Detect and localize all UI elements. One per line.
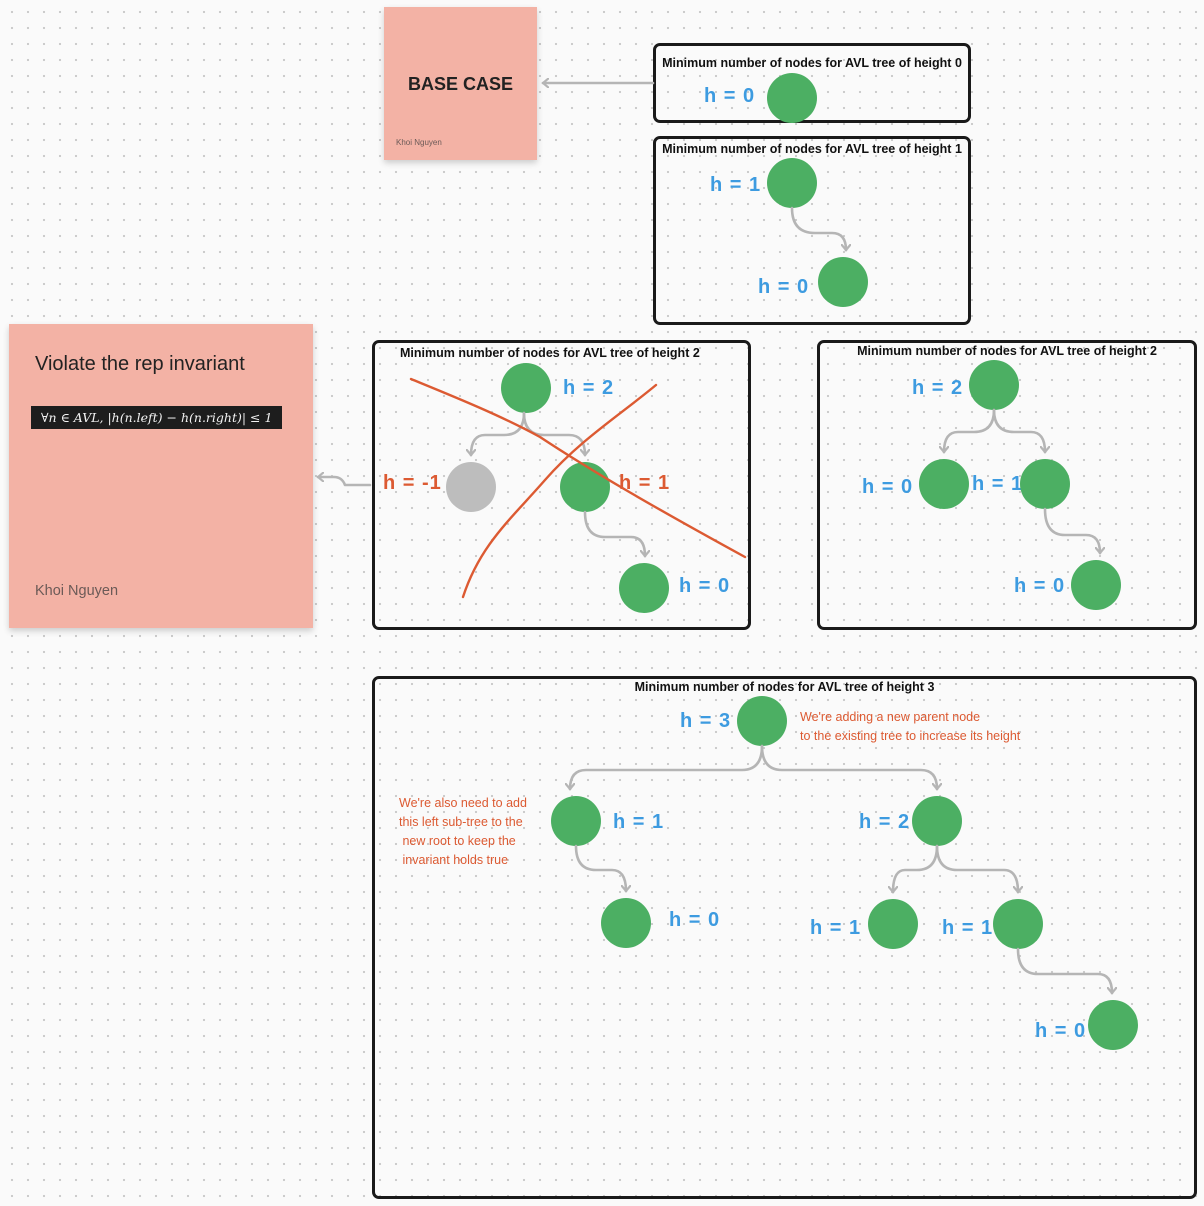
height-label: h = 2: [912, 377, 964, 399]
annotation-new-parent: We're adding a new parent node to the ex…: [800, 710, 1021, 743]
tree-node[interactable]: [767, 158, 817, 208]
height-label-invalid: h = 1: [619, 472, 671, 494]
height-label: h = 1: [710, 174, 762, 196]
tree-node[interactable]: [619, 563, 669, 613]
height-label: h = 0: [758, 276, 810, 298]
height-label: h = 3: [680, 710, 732, 732]
frame-title: Minimum number of nodes for AVL tree of …: [400, 346, 700, 360]
tree-node[interactable]: [560, 462, 610, 512]
height-label-invalid: h = -1: [383, 472, 442, 494]
height-label: h = 2: [563, 377, 615, 399]
frame-avl-height-0[interactable]: Minimum number of nodes for AVL tree of …: [653, 43, 971, 123]
tree-node[interactable]: [601, 898, 651, 948]
sticky-author: Khoi Nguyen: [396, 138, 442, 147]
sticky-author: Khoi Nguyen: [35, 583, 119, 599]
height-label: h = 0: [704, 85, 756, 107]
tree-node[interactable]: [912, 796, 962, 846]
frame-avl-height-2-valid[interactable]: Minimum number of nodes for AVL tree of …: [817, 340, 1197, 630]
height-label: h = 0: [1035, 1020, 1087, 1042]
tree-node[interactable]: [767, 73, 817, 123]
height-label: h = 0: [1014, 575, 1066, 597]
height-label: h = 2: [859, 811, 911, 833]
height-label: h = 1: [972, 473, 1024, 495]
frame-avl-height-1[interactable]: Minimum number of nodes for AVL tree of …: [653, 136, 971, 325]
sticky-note-violate[interactable]: Violate the rep invariant ∀n ∈ AVL, |h(n…: [9, 324, 313, 628]
tree-node-invalid[interactable]: [446, 462, 496, 512]
height-label: h = 0: [669, 909, 721, 931]
height-label: h = 1: [613, 811, 665, 833]
sticky-note-base-case[interactable]: BASE CASE Khoi Nguyen: [384, 7, 537, 160]
frame-title: Minimum number of nodes for AVL tree of …: [634, 680, 935, 694]
tree-node[interactable]: [993, 899, 1043, 949]
sticky-title: Violate the rep invariant: [35, 353, 245, 375]
tree-node[interactable]: [1071, 560, 1121, 610]
height-label: h = 1: [810, 917, 862, 939]
tree-node[interactable]: [868, 899, 918, 949]
sticky-title: BASE CASE: [407, 74, 514, 94]
frame-title: Minimum number of nodes for AVL tree of …: [857, 344, 1157, 358]
tree-node[interactable]: [501, 363, 551, 413]
tree-node[interactable]: [551, 796, 601, 846]
height-label: h = 0: [679, 575, 731, 597]
rep-invariant-formula: ∀n ∈ AVL, |h(n.left) − h(n.right)| ≤ 1: [31, 406, 283, 429]
connector-arrow: [318, 477, 372, 487]
frame-title: Minimum number of nodes for AVL tree of …: [662, 56, 962, 70]
tree-node[interactable]: [737, 696, 787, 746]
tree-node[interactable]: [969, 360, 1019, 410]
tree-node[interactable]: [1020, 459, 1070, 509]
frame-avl-height-2-invalid[interactable]: Minimum number of nodes for AVL tree of …: [372, 340, 751, 630]
annotation-left-subtree: We're also need to add this left sub-tre…: [399, 796, 527, 867]
frame-avl-height-3[interactable]: Minimum number of nodes for AVL tree of …: [372, 676, 1197, 1199]
tree-node[interactable]: [1088, 1000, 1138, 1050]
height-label: h = 1: [942, 917, 994, 939]
height-label: h = 0: [862, 476, 914, 498]
frame-title: Minimum number of nodes for AVL tree of …: [662, 142, 962, 156]
tree-node[interactable]: [818, 257, 868, 307]
tree-node[interactable]: [919, 459, 969, 509]
